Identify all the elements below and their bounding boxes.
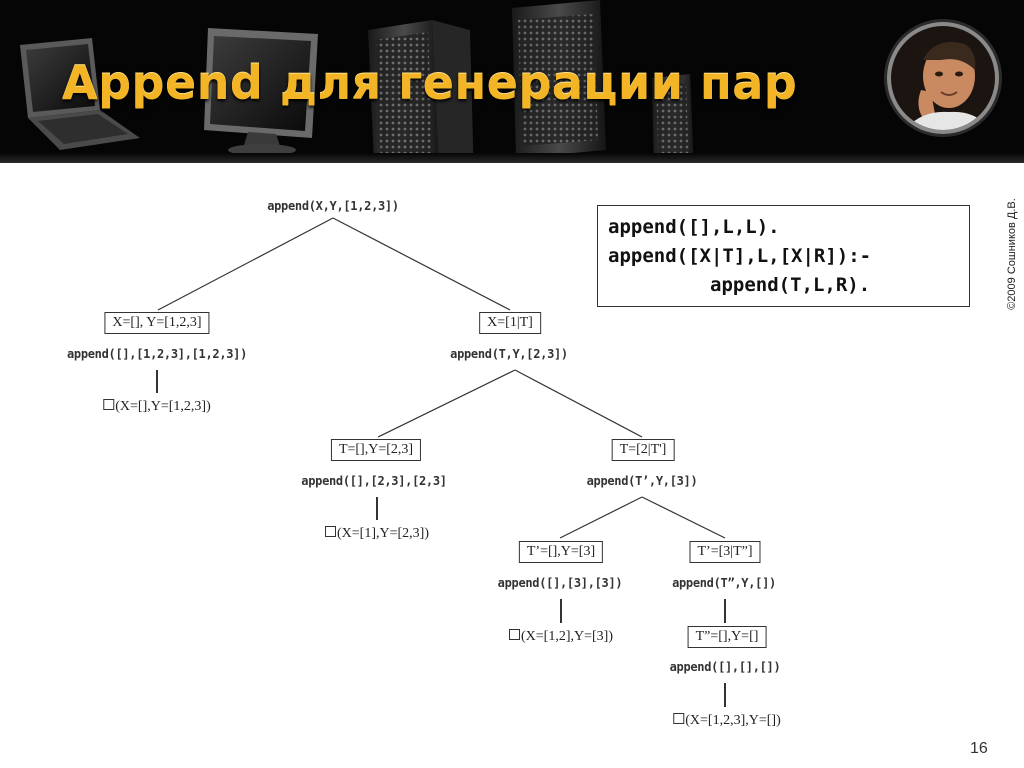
node1-answer-text: (X=[],Y=[1,2,3]) — [115, 399, 211, 414]
node5-answer-text: (X=[1,2],Y=[3]) — [521, 629, 613, 644]
server-tower-icon — [652, 74, 694, 163]
edge-n4-left — [559, 496, 643, 539]
node1-answer: (X=[],Y=[1,2,3]) — [103, 399, 211, 415]
computers-illustration — [20, 0, 694, 163]
node7-substitution: T”=[],Y=[] — [687, 626, 767, 648]
code-line-rule-head: append([X|T],L,[X|R]):- — [608, 245, 872, 267]
node2-substitution: X=[1|T] — [479, 312, 541, 334]
server-tower-icon — [512, 0, 606, 158]
edge-root-left — [157, 217, 334, 311]
node3-answer: (X=[1],Y=[2,3]) — [325, 526, 429, 542]
server-tower-icon — [368, 20, 474, 163]
code-line-rule-body: append(T,L,R). — [710, 274, 871, 296]
node3-answer-text: (X=[1],Y=[2,3]) — [337, 526, 429, 541]
node5-goal: append([],[3],[3]) — [497, 576, 623, 590]
page-number: 16 — [970, 740, 988, 757]
node7-answer: (X=[1,2,3],Y=[]) — [673, 713, 781, 729]
empty-clause-icon — [325, 526, 337, 537]
header-banner: Append для генерации пар — [0, 0, 1024, 163]
author-portrait — [887, 22, 999, 134]
monitor-icon — [204, 28, 318, 156]
edge-root-right — [332, 217, 511, 311]
node4-goal: append(T’,Y,[3]) — [586, 474, 698, 488]
node7-goal: append([],[],[]) — [669, 660, 781, 674]
append-definition-box: append([],L,L). append([X|T],L,[X|R]):- … — [597, 205, 970, 307]
node5-substitution: T’=[],Y=[3] — [518, 541, 604, 563]
node7-answer-text: (X=[1,2,3],Y=[]) — [685, 713, 781, 728]
edge-n4-right — [641, 496, 726, 539]
node6-substitution: T’=[3|T”] — [689, 541, 761, 563]
code-line-fact: append([],L,L). — [608, 216, 780, 238]
slide-title: Append для генерации пар — [62, 56, 798, 110]
node1-goal: append([],[1,2,3],[1,2,3]) — [66, 347, 248, 361]
empty-clause-icon — [509, 629, 521, 640]
laptop-icon — [20, 38, 140, 150]
node2-goal: append(T,Y,[2,3]) — [450, 347, 568, 361]
edge-n2-left — [377, 369, 516, 438]
node3-substitution: T=[],Y=[2,3] — [330, 439, 422, 461]
empty-clause-icon — [103, 399, 115, 410]
tree-root-goal: append(X,Y,[1,2,3]) — [267, 199, 399, 213]
node4-substitution: T=[2|T'] — [611, 439, 675, 461]
node6-goal: append(T”,Y,[]) — [672, 576, 776, 590]
node1-substitution: X=[], Y=[1,2,3] — [104, 312, 210, 334]
edge-n2-right — [514, 369, 643, 438]
empty-clause-icon — [673, 713, 685, 724]
node5-answer: (X=[1,2],Y=[3]) — [509, 629, 613, 645]
node3-goal: append([],[2,3],[2,3] — [301, 474, 447, 488]
